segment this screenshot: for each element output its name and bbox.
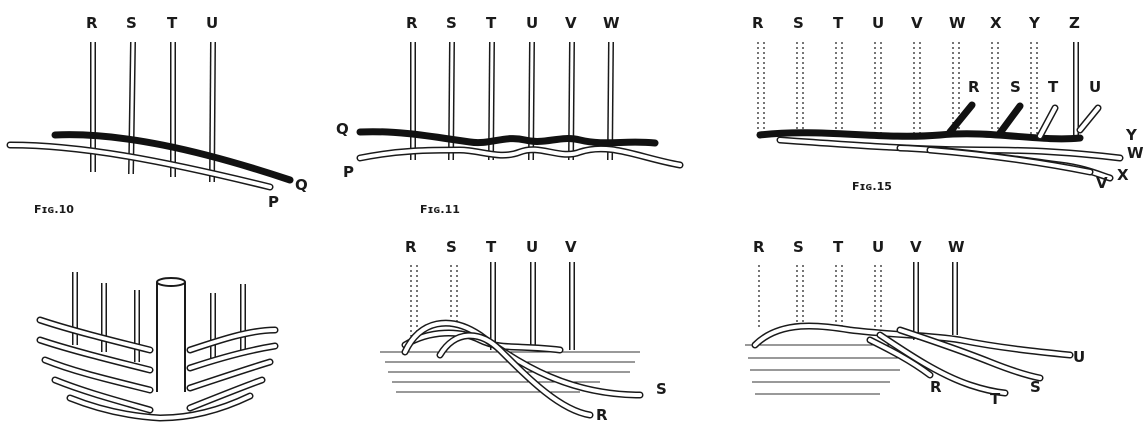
fig10-label-s: S (126, 14, 137, 32)
fig15-dotted-stakes (758, 42, 1037, 135)
br-label-t: T (833, 238, 844, 256)
figure-10: R S T U Q P Fɪɢ.10 (10, 14, 308, 216)
bm-label-s: S (446, 238, 457, 256)
figure-bottom-middle: R S T U V S R (380, 238, 667, 423)
fig11-label-q: Q (336, 120, 349, 138)
fig11-label-t: T (486, 14, 497, 32)
fig15-label-u: U (872, 14, 884, 32)
fig15-label-w: W (949, 14, 966, 32)
fig15-label-s: S (793, 14, 804, 32)
fig15-caption: Fɪɢ.15 (852, 180, 892, 193)
bm-label-u: U (526, 238, 538, 256)
fig10-label-t: T (167, 14, 178, 32)
fig11-label-r: R (406, 14, 418, 32)
fig11-label-v: V (565, 14, 577, 32)
br-label-v: V (910, 238, 922, 256)
fig15-inner-label-r: R (968, 78, 980, 96)
fig15-end-label-w: W (1127, 144, 1144, 162)
fig15-label-v: V (911, 14, 923, 32)
basket-illustration (40, 272, 275, 418)
fig15-label-x: X (990, 14, 1002, 32)
fig10-weaver-p (10, 145, 270, 187)
br-weave-base (745, 326, 1070, 394)
fig15-end-label-y: Y (1125, 126, 1138, 144)
br-end-label-r: R (930, 378, 942, 396)
fig11-label-s: S (446, 14, 457, 32)
bm-solid-stakes (493, 262, 572, 350)
fig15-label-r: R (752, 14, 764, 32)
br-label-w: W (948, 238, 965, 256)
br-solid-stakes (916, 262, 955, 340)
fig15-inner-label-u: U (1089, 78, 1101, 96)
br-end-label-u: U (1073, 348, 1085, 366)
bm-end-label-r: R (596, 406, 608, 423)
fig15-weavers (760, 105, 1120, 178)
br-label-r: R (753, 238, 765, 256)
bm-label-r: R (405, 238, 417, 256)
bm-weave-base (380, 323, 640, 415)
bm-end-label-s: S (656, 380, 667, 398)
fig10-label-u: U (206, 14, 218, 32)
br-dotted-stakes (759, 265, 881, 330)
fig10-label-q: Q (295, 176, 308, 194)
fig11-weaver-p (360, 149, 680, 165)
fig11-label-u: U (526, 14, 538, 32)
br-end-label-s: S (1030, 378, 1041, 396)
fig15-label-y: Y (1028, 14, 1041, 32)
fig10-label-p: P (268, 193, 279, 211)
fig15-label-z: Z (1069, 14, 1080, 32)
fig15-label-t: T (833, 14, 844, 32)
basket-stakes (75, 272, 243, 362)
fig15-end-label-x: X (1117, 166, 1129, 184)
fig15-end-label-v: V (1096, 174, 1108, 192)
bm-dotted-stakes (411, 265, 457, 340)
fig15-inner-label-t: T (1048, 78, 1059, 96)
br-label-u: U (872, 238, 884, 256)
br-end-label-t: T (990, 390, 1001, 408)
figure-15: R S T U V W X Y Z R S T U Y W V X Fɪɢ.15 (752, 14, 1144, 193)
fig10-label-r: R (86, 14, 98, 32)
fig15-inner-label-s: S (1010, 78, 1021, 96)
fig10-caption: Fɪɢ.10 (34, 203, 74, 216)
fig11-label-w: W (603, 14, 620, 32)
fig11-caption: Fɪɢ.11 (420, 203, 460, 216)
bm-label-t: T (486, 238, 497, 256)
bm-label-v: V (565, 238, 577, 256)
fig11-label-p: P (343, 163, 354, 181)
figure-11: R S T U V W Q P Fɪɢ.11 (336, 14, 680, 216)
br-label-s: S (793, 238, 804, 256)
basket-center-post (157, 278, 185, 392)
figure-bottom-right: R S T U V W U R T S (745, 238, 1085, 408)
